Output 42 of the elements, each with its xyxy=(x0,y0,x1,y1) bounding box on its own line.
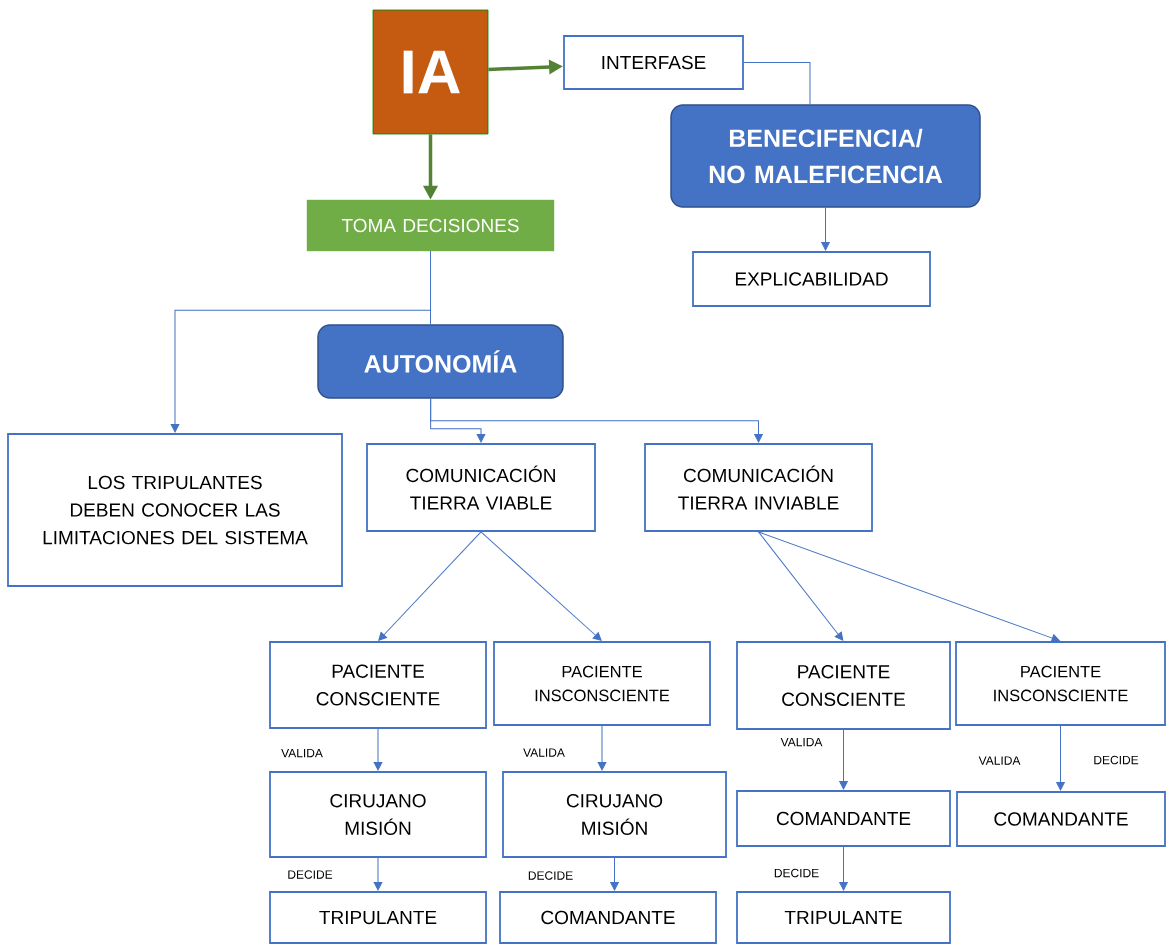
concept-box: INTERFASE xyxy=(563,35,744,90)
concept-box: PACIENTE INSCONSCIENTE xyxy=(955,641,1166,726)
edge-label: DECIDE xyxy=(528,871,573,880)
concept-box: COMANDANTE xyxy=(499,891,717,944)
concept-box: EXPLICABILIDAD xyxy=(692,251,931,307)
edge-label: VALIDA xyxy=(978,756,1021,765)
concept-box: TRIPULANTE xyxy=(269,891,487,944)
title-box: IA xyxy=(372,9,489,135)
edge-label: DECIDE xyxy=(774,868,819,878)
edge-label: DECIDE xyxy=(288,870,333,879)
arrow xyxy=(378,531,482,641)
concept-box: PACIENTE INSCONSCIENTE xyxy=(493,641,711,726)
arrow xyxy=(758,531,1060,643)
arrow xyxy=(610,857,619,891)
concept-box: COMUNICACIÓN TIERRA VIABLE xyxy=(366,443,596,532)
concept-box: COMANDANTE xyxy=(956,791,1166,847)
concept-box: COMANDANTE xyxy=(736,790,951,847)
arrow xyxy=(821,207,830,251)
arrow xyxy=(373,857,383,891)
concept-box: LOS TRIPULANTES DEBEN CONOCER LAS LIMITACIONES DEL SISTEMA xyxy=(7,433,343,587)
arrow xyxy=(597,725,607,771)
arrow xyxy=(170,250,431,433)
arrow xyxy=(758,531,844,641)
decision-box: TOMA DECISIONES xyxy=(306,199,555,252)
edge-label: VALIDA xyxy=(523,748,565,757)
concept-box: CIRUJANO MISIÓN xyxy=(269,771,487,858)
side-label: DECIDE xyxy=(1094,755,1139,765)
concept-box: COMUNICACIÓN TIERRA INVIABLE xyxy=(644,443,873,532)
arrow xyxy=(839,846,848,891)
principle-box: AUTONOMÍA xyxy=(317,324,564,399)
concept-box: PACIENTE CONSCIENTE xyxy=(736,641,951,730)
concept-box: PACIENTE CONSCIENTE xyxy=(269,641,487,729)
arrow xyxy=(430,398,763,443)
concept-box: CIRUJANO MISIÓN xyxy=(502,771,727,858)
arrow xyxy=(373,728,383,771)
edge-label: VALIDA xyxy=(780,737,823,747)
concept-box: TRIPULANTE xyxy=(736,891,951,944)
arrow xyxy=(1056,725,1065,791)
arrow xyxy=(839,729,848,790)
principle-box: BENECIFENCIA/ NO MALEFICENCIA xyxy=(670,104,981,208)
arrow xyxy=(480,531,602,641)
edge-label: VALIDA xyxy=(281,748,323,758)
